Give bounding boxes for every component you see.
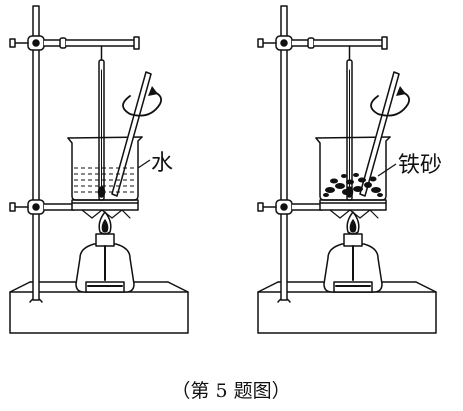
iron-sand-label: 铁砂 [398,153,442,178]
figure-caption: （第 5 题图） [171,380,290,402]
water-label: 水 [151,151,173,176]
water-label-leader [137,159,151,169]
right-apparatus: 铁砂 [257,5,442,334]
water-liquid [74,167,136,193]
iron-sand-label-leader [377,163,397,177]
left-apparatus: 水 [9,5,189,334]
iron-sand [323,173,383,197]
